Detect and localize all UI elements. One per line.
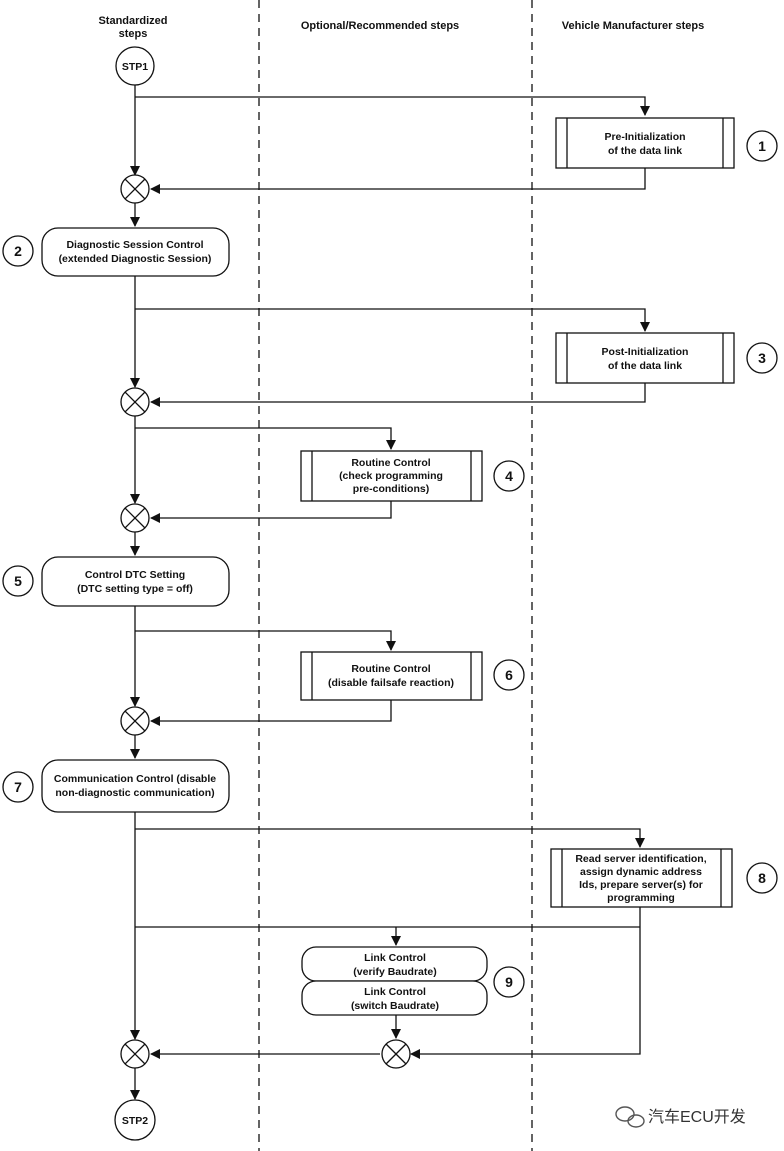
svg-text:(switch Baudrate): (switch Baudrate) (351, 1000, 439, 1012)
step-routine-control-failsafe: Routine Control (disable failsafe reacti… (300, 651, 483, 701)
step-number-9: 9 (493, 966, 525, 998)
watermark: 汽车ECU开发 (615, 1106, 746, 1128)
merge-node-2 (120, 387, 150, 417)
svg-text:Link Control: Link Control (364, 952, 426, 964)
merge-node-5 (120, 1039, 150, 1069)
svg-text:Control DTC Setting: Control DTC Setting (85, 569, 185, 581)
step-post-initialization: Post-Initialization of the data link (555, 332, 735, 384)
step-number-7: 7 (2, 771, 34, 803)
svg-text:of the data link: of the data link (608, 145, 682, 157)
svg-text:4: 4 (505, 468, 513, 484)
step-link-control-switch: Link Control (switch Baudrate) (301, 980, 488, 1016)
svg-text:(extended Diagnostic Session): (extended Diagnostic Session) (59, 253, 212, 265)
svg-text:Diagnostic Session Control: Diagnostic Session Control (66, 239, 203, 251)
step-number-6: 6 (493, 659, 525, 691)
flow-connectors (130, 85, 650, 1100)
column-header-optional: Optional/Recommended steps (301, 20, 459, 32)
svg-text:9: 9 (505, 974, 513, 990)
svg-text:non-diagnostic communication): non-diagnostic communication) (55, 787, 214, 799)
merge-node-1 (120, 174, 150, 204)
step-number-1: 1 (746, 130, 778, 162)
svg-text:3: 3 (758, 350, 766, 366)
svg-text:8: 8 (758, 870, 766, 886)
step-communication-control: Communication Control (disable non-diagn… (41, 759, 230, 813)
svg-text:Post-Initialization: Post-Initialization (602, 346, 689, 358)
svg-text:programming: programming (607, 892, 675, 904)
step-number-2: 2 (2, 235, 34, 267)
merge-node-4 (120, 706, 150, 736)
svg-text:Link Control: Link Control (364, 986, 426, 998)
step-diagnostic-session-control: Diagnostic Session Control (extended Dia… (41, 227, 230, 277)
svg-text:(verify Baudrate): (verify Baudrate) (353, 966, 436, 978)
step-number-5: 5 (2, 565, 34, 597)
svg-text:Communication Control (disable: Communication Control (disable (54, 773, 216, 785)
svg-text:5: 5 (14, 573, 22, 589)
step-number-8: 8 (746, 862, 778, 894)
column-header-vehicle: Vehicle Manufacturer steps (562, 20, 704, 32)
merge-node-3 (120, 503, 150, 533)
step-pre-initialization: Pre-Initialization of the data link (555, 117, 735, 169)
column-header-standardized-sub: steps (119, 28, 148, 40)
svg-text:Routine Control: Routine Control (351, 663, 430, 675)
step-number-3: 3 (746, 342, 778, 374)
svg-text:(DTC setting type = off): (DTC setting type = off) (77, 583, 193, 595)
svg-text:7: 7 (14, 779, 22, 795)
svg-text:STP1: STP1 (122, 61, 148, 73)
step-read-server-identification: Read server identification, assign dynam… (550, 848, 733, 908)
step-link-control-verify: Link Control (verify Baudrate) (301, 946, 488, 982)
svg-text:of the data link: of the data link (608, 360, 682, 372)
svg-text:assign dynamic address: assign dynamic address (580, 866, 702, 878)
svg-text:Ids, prepare server(s) for: Ids, prepare server(s) for (579, 879, 703, 891)
svg-text:2: 2 (14, 243, 22, 259)
step-number-4: 4 (493, 460, 525, 492)
merge-nodes (120, 174, 411, 1069)
svg-text:(disable failsafe reaction): (disable failsafe reaction) (328, 677, 454, 689)
wechat-icon (615, 1106, 645, 1128)
svg-text:Routine Control: Routine Control (351, 457, 430, 469)
svg-text:Read server identification,: Read server identification, (575, 853, 706, 865)
svg-text:Pre-Initialization: Pre-Initialization (604, 131, 685, 143)
start-node: STP1 (115, 46, 155, 86)
end-node: STP2 (114, 1099, 156, 1141)
step-routine-control-check: Routine Control (check programming pre-c… (300, 450, 483, 502)
column-header-standardized: Standardized (98, 15, 167, 27)
svg-text:STP2: STP2 (122, 1115, 148, 1127)
svg-text:(check programming: (check programming (339, 470, 443, 482)
svg-text:6: 6 (505, 667, 513, 683)
svg-text:汽车ECU开发: 汽车ECU开发 (648, 1108, 746, 1126)
svg-text:1: 1 (758, 138, 766, 154)
merge-node-6 (381, 1039, 411, 1069)
svg-text:pre-conditions): pre-conditions) (353, 483, 429, 495)
step-control-dtc-setting: Control DTC Setting (DTC setting type = … (41, 556, 230, 607)
